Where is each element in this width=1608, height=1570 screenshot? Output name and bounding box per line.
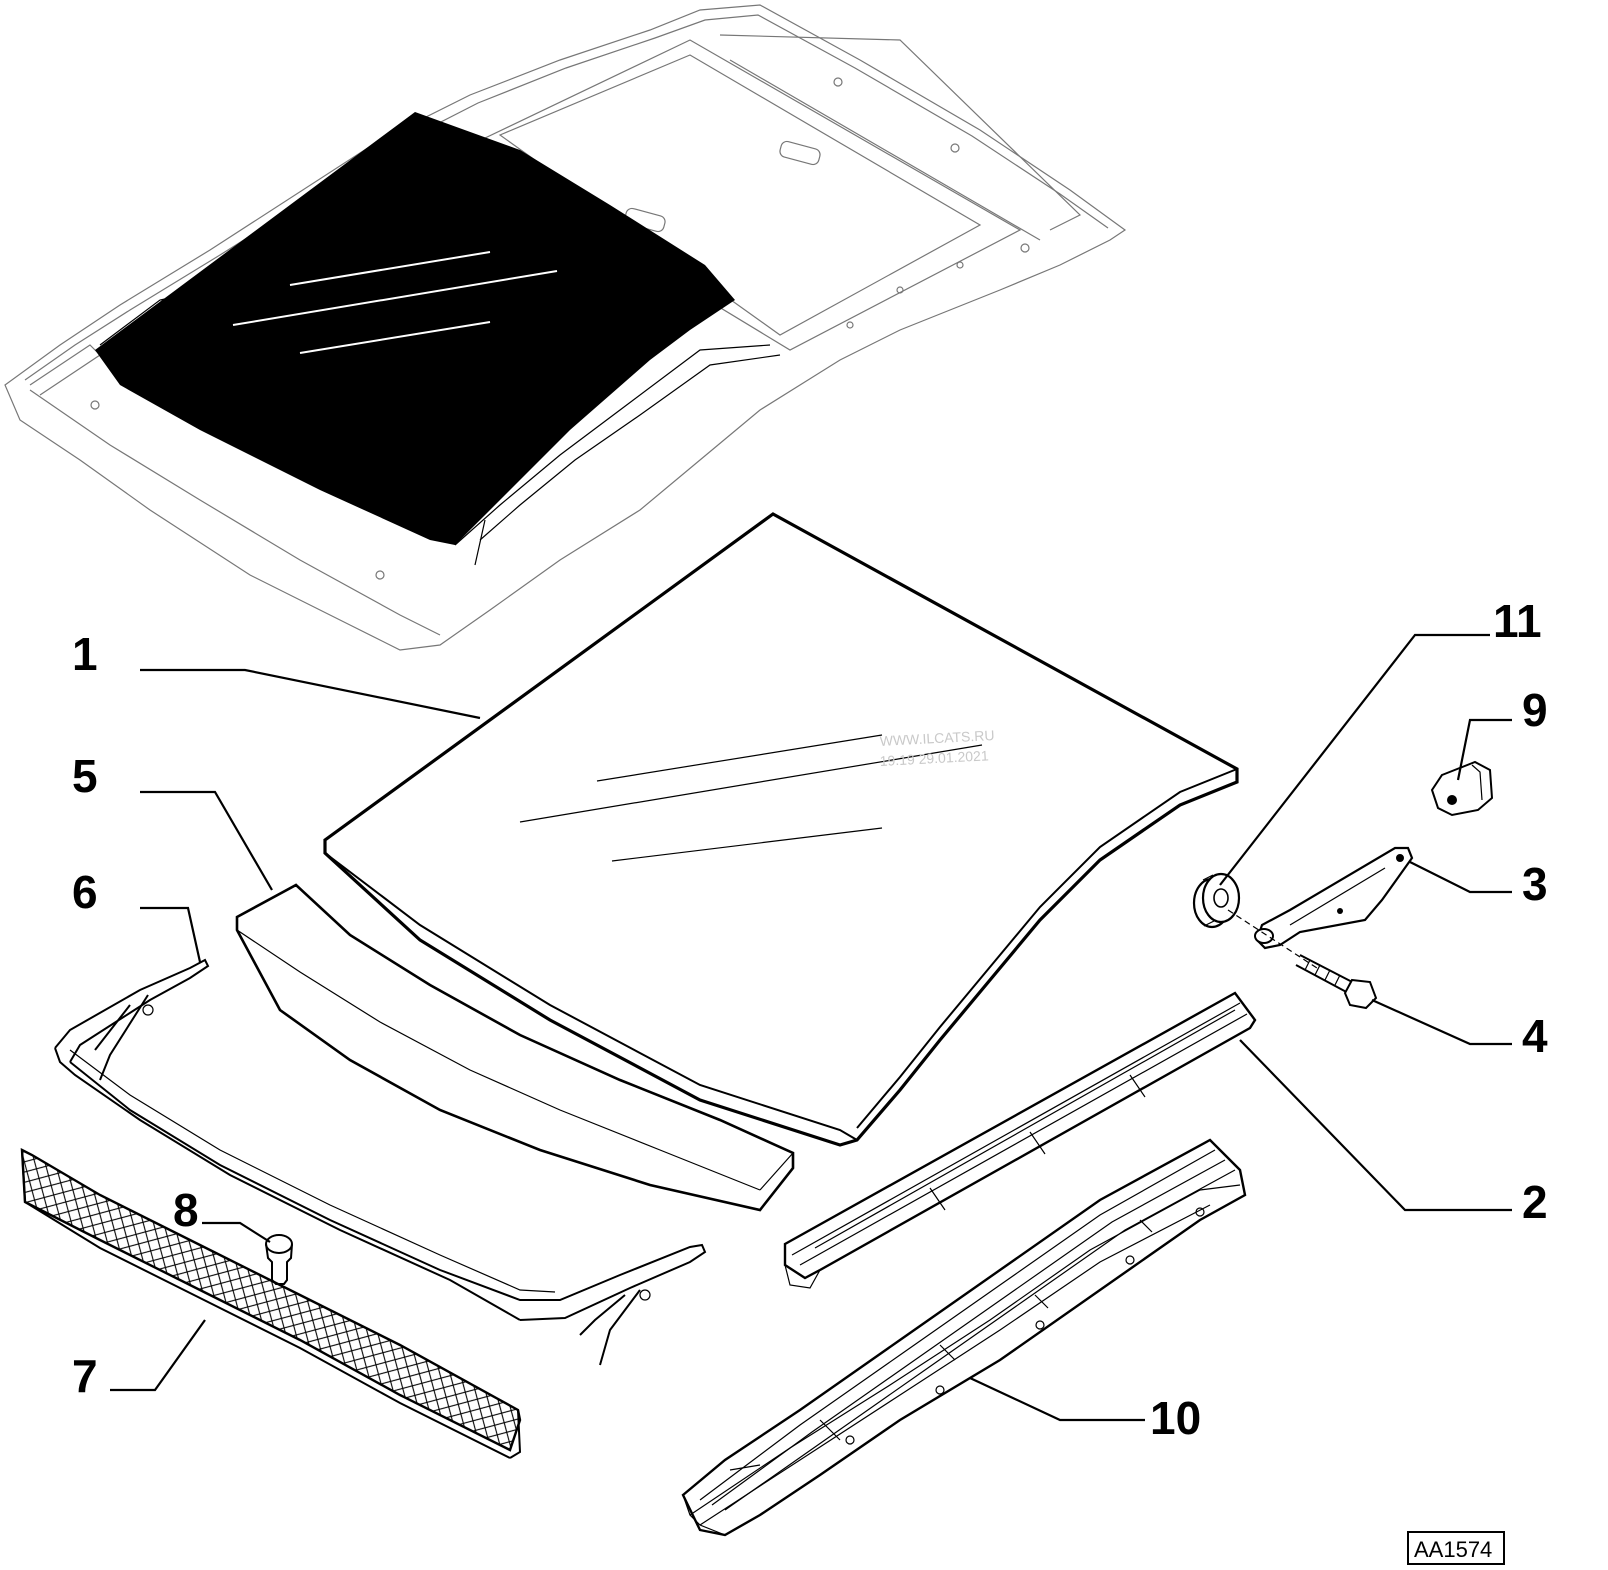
bolt-part (1295, 954, 1378, 1010)
deflector-strip (235, 883, 795, 1212)
mesh-deflector (20, 1147, 522, 1459)
bracket-part (1254, 846, 1414, 950)
watermark-date: 19.19 29.01.2021 (879, 747, 989, 769)
callout-4: 4 (1522, 1010, 1548, 1062)
roof-glass-dark (95, 112, 735, 545)
roof-panel-assembly (4, 4, 1127, 651)
callout-11: 11 (1493, 595, 1542, 647)
cap-part (1430, 760, 1494, 817)
drawing-code-box: AA1574 (1407, 1531, 1505, 1565)
callout-3: 3 (1522, 858, 1548, 910)
rear-cross-rail (783, 991, 1257, 1289)
callout-8: 8 (173, 1184, 199, 1236)
bushing-part (1192, 872, 1241, 929)
side-guide-rail (681, 1138, 1247, 1537)
clip-part (265, 1234, 293, 1285)
callout-2: 2 (1522, 1176, 1548, 1228)
callout-10: 10 (1150, 1392, 1201, 1444)
glass-panel (323, 512, 1239, 1147)
drawing-code: AA1574 (1414, 1537, 1492, 1562)
callout-5: 5 (72, 750, 98, 802)
callout-7: 7 (72, 1350, 98, 1402)
leader-lines (110, 633, 1512, 1422)
front-frame-channel (54, 958, 707, 1366)
watermark-url: WWW.ILCATS.RU (879, 727, 995, 749)
callout-6: 6 (72, 866, 98, 918)
callout-9: 9 (1522, 684, 1548, 736)
callout-1: 1 (72, 628, 98, 680)
